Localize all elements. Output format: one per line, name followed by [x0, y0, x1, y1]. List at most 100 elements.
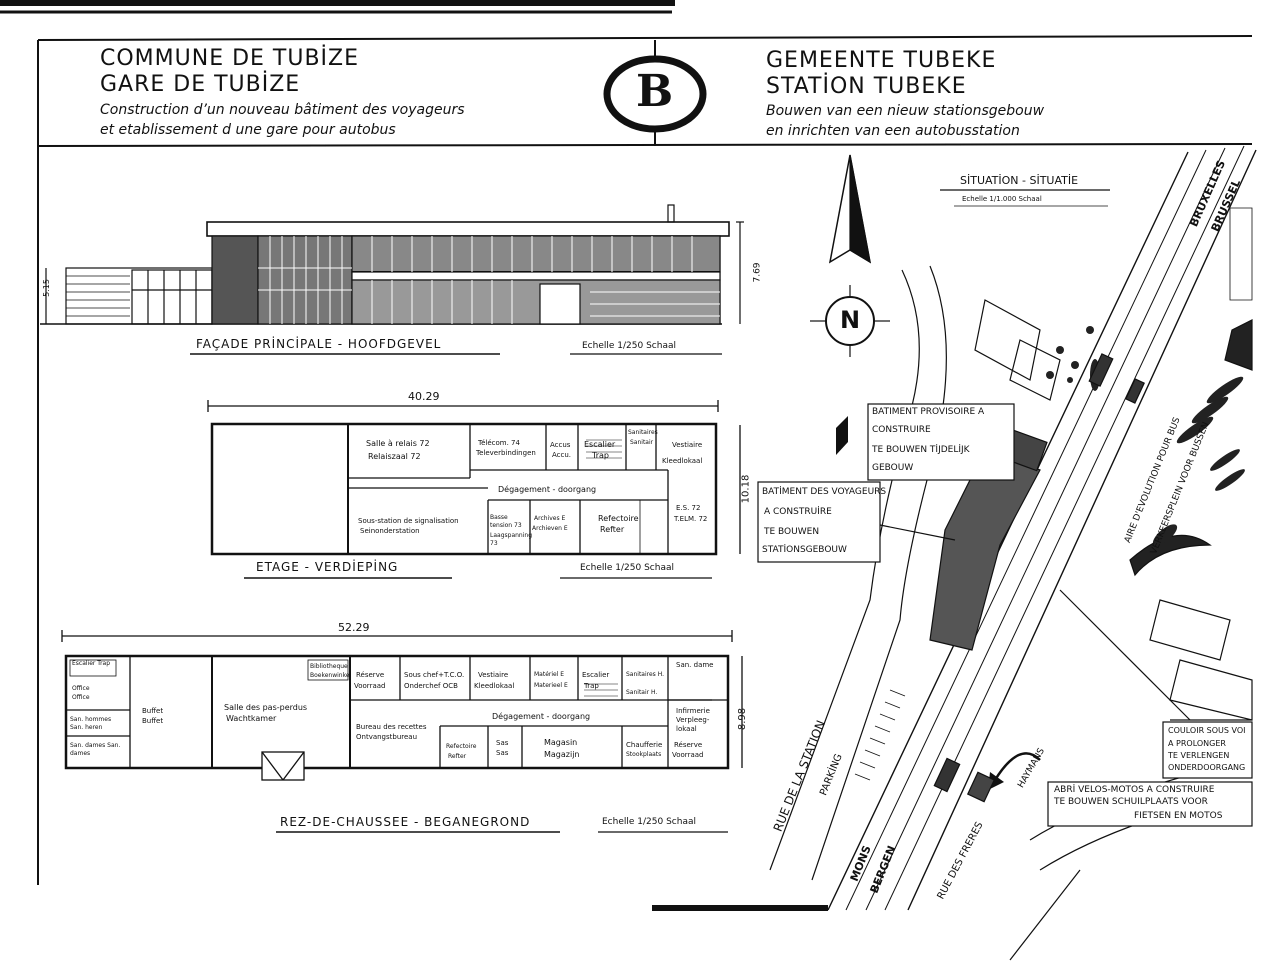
- room-san-dames: San. dames San. dames: [70, 742, 121, 757]
- etage-title: ETAGE - VERDİEPİNG: [256, 560, 399, 574]
- room-escalier: Escalier: [584, 440, 616, 449]
- room-pas-perdus: Salle des pas-perdus: [224, 703, 308, 712]
- room-materieel: Materieel E: [534, 682, 568, 689]
- room-reserve: Réserve: [356, 671, 385, 679]
- situation-title: SİTUATİON - SİTUATİE: [960, 174, 1079, 187]
- passenger-building-line4: STATİONSGEBOUW: [762, 545, 847, 555]
- room-voorraad2: Voorraad: [672, 751, 704, 759]
- room-onderchef: Onderchef OCB: [404, 682, 458, 690]
- provisional-building-line2: CONSTRUIRE: [872, 425, 931, 435]
- room-televerbindingen: Televerbindingen: [476, 449, 536, 457]
- room-buffet: Buffet: [142, 707, 164, 715]
- underpass-line4: ONDERDOORGANG: [1168, 763, 1246, 772]
- room-accu: Accu.: [552, 451, 572, 459]
- room-office: Office Office: [72, 685, 90, 701]
- room-voorraad: Voorraad: [354, 682, 386, 690]
- room-refectoire-rdc: Refectoire: [446, 743, 477, 750]
- situation-scale: Echelle 1/1.000 Schaal: [962, 195, 1042, 203]
- room-wachtkamer: Wachtkamer: [226, 714, 277, 723]
- underpass-line2: A PROLONGER: [1168, 739, 1226, 748]
- underpass-line3: TE VERLENGEN: [1168, 751, 1230, 760]
- room-trap: Trap: [592, 451, 609, 460]
- rdc-title: REZ-DE-CHAUSSEE - BEGANEGROND: [280, 815, 531, 829]
- room-verpleeg: Verpleeg-lokaal: [676, 716, 710, 733]
- room-ontvangstbureau: Ontvangstbureau: [356, 733, 418, 741]
- room-escalier-rdc: Escalier: [582, 671, 610, 679]
- room-sanitair-rdc: Sanitair H.: [626, 689, 658, 696]
- room-salle-relais: Salle à relais 72: [366, 439, 430, 448]
- room-bibliotheque: Bibliotheque: [310, 663, 348, 670]
- etage-scale: Echelle 1/250 Schaal: [580, 563, 674, 573]
- passenger-building-line1: BATİMENT DES VOYAGEURS: [762, 487, 887, 497]
- room-sanitair: Sanitair: [630, 439, 654, 446]
- fr-description-line1: Construction d’un nouveau bâtiment des v…: [100, 102, 465, 118]
- room-archieven: Archieven E: [532, 525, 568, 532]
- room-sas-nl: Sas: [496, 749, 509, 757]
- room-telecom: Télécom. 74: [478, 439, 520, 447]
- room-san-hommes: San. hommes San. heren: [70, 716, 112, 731]
- room-telm72: T.ELM. 72: [674, 515, 708, 523]
- room-infirmerie: Infirmerie: [676, 707, 710, 715]
- room-materiel: Matériel E: [534, 671, 565, 678]
- room-basse-tension: Basse tension 73: [490, 514, 522, 529]
- provisional-building-line1: BATIMENT PROVISOIRE A: [872, 407, 985, 417]
- nl-station-title: STATİON TUBEKE: [766, 74, 967, 99]
- room-refectoire: Refectoire: [598, 514, 639, 523]
- etage-width-dim: 40.29: [408, 390, 440, 403]
- provisional-building-line4: GEBOUW: [872, 463, 914, 473]
- north-label: N: [840, 306, 861, 334]
- room-san-dame: San. dame: [676, 661, 714, 669]
- room-trap-rdc: Trap: [584, 682, 599, 690]
- room-magazijn: Magazijn: [544, 750, 580, 759]
- nl-gemeente-title: GEMEENTE TUBEKE: [766, 48, 997, 73]
- bike-shelter-line1: ABRİ VELOS-MOTOS A CONSTRUIRE: [1054, 785, 1215, 795]
- situation-map: [757, 145, 1257, 961]
- room-refter: Refter: [600, 525, 625, 534]
- rdc-width-dim: 52.29: [338, 621, 370, 634]
- room-chaufferie: Chaufferie: [626, 741, 663, 749]
- facade-dim-left: 5.15: [41, 279, 51, 297]
- room-sous-chef: Sous chef+T.C.O.: [404, 671, 465, 679]
- rdc-floorplan: [61, 630, 743, 833]
- room-vestiaire-rdc: Vestiaire: [478, 671, 509, 679]
- etage-corridor: Dégagement - doorgang: [498, 485, 597, 494]
- room-escalier-trap-left: Escalier Trap: [72, 660, 111, 667]
- sncb-logo-shape: [603, 55, 707, 133]
- bike-shelter-line2: TE BOUWEN SCHUILPLAATS VOOR: [1054, 797, 1208, 807]
- room-buffet-nl: Buffet: [142, 717, 164, 725]
- rdc-corridor: Dégagement - doorgang: [492, 712, 591, 721]
- room-stookplaats: Stookplaats: [626, 751, 662, 758]
- nl-description-line2: en inrichten van een autobusstation: [766, 123, 1020, 139]
- room-boekenwinkel: Boekenwinkel: [310, 672, 352, 679]
- etage-depth-dim: 10.18: [740, 474, 752, 504]
- room-sanitaires: Sanitaires: [628, 429, 658, 436]
- room-reserve2: Réserve: [674, 741, 703, 749]
- room-kleedlokaal: Kleedlokaal: [662, 457, 703, 465]
- room-kleedlokaal-rdc: Kleedlokaal: [474, 682, 515, 690]
- room-sous-station: Sous-station de signalisation: [358, 517, 459, 525]
- provisional-building-line3: TE BOUWEN TİJDELİJK: [872, 445, 970, 455]
- room-laagspanning: Laagspanning 73: [490, 532, 532, 547]
- facade-elevation: [40, 204, 744, 355]
- room-relaiszaal: Relaiszaal 72: [368, 452, 421, 461]
- fr-gare-title: GARE DE TUBİZE: [100, 72, 301, 97]
- room-accus: Accus: [550, 441, 571, 449]
- facade-scale: Echelle 1/250 Schaal: [582, 341, 676, 351]
- facade-dim-right: 7.69: [752, 262, 763, 283]
- room-vestiaire: Vestiaire: [672, 441, 703, 449]
- room-sas: Sas: [496, 739, 509, 747]
- room-magasin: Magasin: [544, 738, 578, 747]
- underpass-line1: COULOIR SOUS VOI: [1168, 726, 1246, 735]
- facade-title: FAÇADE PRİNCİPALE - HOOFDGEVEL: [196, 337, 442, 351]
- room-seinonderstation: Seinonderstation: [360, 527, 420, 535]
- passenger-building-line2: A CONSTRUİRE: [764, 507, 832, 517]
- nl-description-line1: Bouwen van een nieuw stationsgebouw: [766, 103, 1045, 119]
- rdc-depth-dim: 8.98: [737, 707, 749, 731]
- room-refter-rdc: Refter: [448, 753, 467, 760]
- bike-shelter-line3: FIETSEN EN MOTOS: [1134, 811, 1223, 821]
- room-es72: E.S. 72: [676, 504, 701, 512]
- room-bureau-recettes: Bureau des recettes: [356, 723, 427, 731]
- passenger-building-line3: TE BOUWEN: [764, 527, 820, 537]
- sncb-logo-letter: B: [636, 66, 674, 117]
